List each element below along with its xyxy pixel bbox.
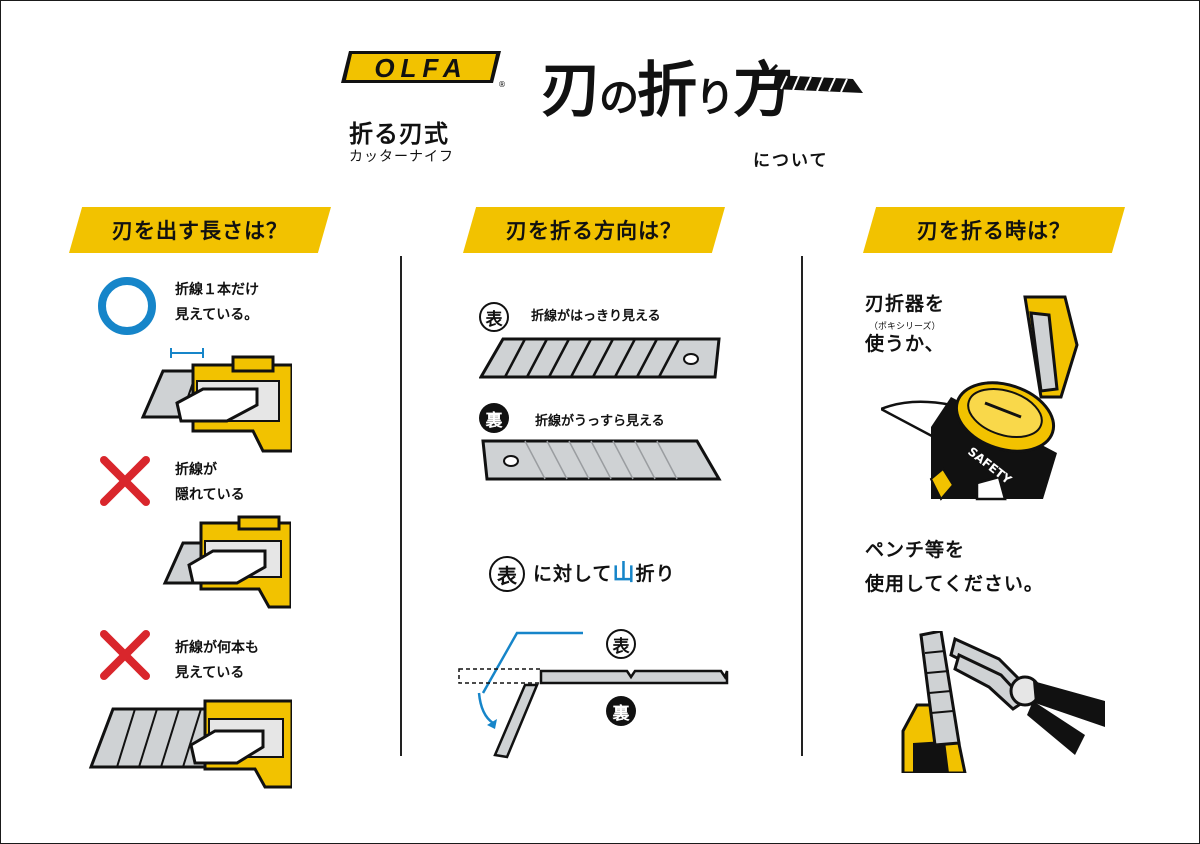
title-char-3: 方 — [733, 56, 793, 126]
timing-line4: 使用してください。 — [865, 573, 1044, 595]
cutter-correct-illustration — [137, 341, 292, 453]
back-text: 折線がうっすら見える — [535, 414, 665, 429]
subtitle-line1: 折る刃式 — [349, 120, 449, 148]
cross-ng-icon — [97, 453, 153, 509]
blade-decoration-icon — [769, 59, 865, 99]
blade-back-illustration — [479, 437, 723, 483]
timing-line1: 刃折器を — [865, 293, 946, 315]
back-badge: 裏 — [479, 403, 509, 433]
section-length-title: 刃を出す長さは？ — [112, 219, 288, 243]
front-text: 折線がはっきり見える — [531, 309, 661, 324]
logo-text: OLFA — [374, 53, 467, 83]
pliers-illustration — [889, 631, 1105, 773]
olfa-logo: OLFA ® — [341, 49, 505, 89]
section-timing-title: 刃を折る時は？ — [917, 219, 1071, 243]
fold-diagram — [455, 627, 730, 762]
length-item-1-line2: 見えている。 — [175, 306, 259, 323]
title-char-2: 折 — [637, 56, 697, 126]
length-item-2-text: 折線が 隠れている — [175, 458, 245, 507]
fold-highlight: 山 — [612, 561, 636, 587]
subtitle-line2: カッターナイフ — [349, 149, 454, 165]
length-item-2-line1: 折線が — [175, 462, 217, 478]
length-item-3-line1: 折線が何本も — [175, 640, 259, 656]
title-particle: の — [599, 75, 639, 121]
fold-sentence: に対して山折り — [533, 556, 675, 591]
diagram-back-badge: 裏 — [606, 696, 636, 726]
title-small: り — [695, 75, 735, 121]
blade-front-illustration — [479, 335, 723, 381]
cutter-toomany-illustration — [87, 693, 292, 789]
length-item-1-line1: 折線１本だけ — [175, 282, 259, 298]
title-char-1: 刃 — [541, 56, 601, 126]
length-item-3-text: 折線が何本も 見えている — [175, 636, 259, 685]
fold-front-badge: 表 — [489, 556, 525, 592]
length-item-2-line2: 隠れている — [175, 486, 245, 503]
timing-line3: ペンチ等を — [865, 539, 966, 561]
column-divider-1 — [400, 256, 402, 756]
section-length-banner: 刃を出す長さは？ — [69, 207, 331, 253]
section-timing-banner: 刃を折る時は？ — [863, 207, 1125, 253]
cutter-hidden-illustration — [161, 513, 291, 609]
front-badge: 表 — [479, 302, 509, 332]
length-item-3-line2: 見えている — [175, 664, 245, 681]
blade-snapper-illustration: SAFETY — [881, 293, 1111, 503]
timing-line2: 使うか、 — [865, 333, 945, 355]
section-direction-banner: 刃を折る方向は？ — [463, 207, 725, 253]
timing-line1-note: （ポキシリーズ） — [869, 322, 941, 332]
fold-text-1: に対して — [533, 563, 613, 586]
cross-ng-icon-2 — [97, 627, 153, 683]
section-direction-title: 刃を折る方向は？ — [506, 219, 682, 243]
logo-mark: ® — [498, 80, 505, 89]
title-subtext: について — [753, 151, 829, 171]
column-divider-2 — [801, 256, 803, 756]
length-item-1-text: 折線１本だけ 見えている。 — [175, 278, 259, 327]
diagram-front-badge: 表 — [606, 629, 636, 659]
circle-ok-icon — [97, 276, 157, 336]
fold-instruction: 表 に対して山折り — [489, 556, 675, 592]
page-title: 刃の折り方 — [541, 61, 793, 121]
fold-text-2: 折り — [635, 563, 676, 586]
